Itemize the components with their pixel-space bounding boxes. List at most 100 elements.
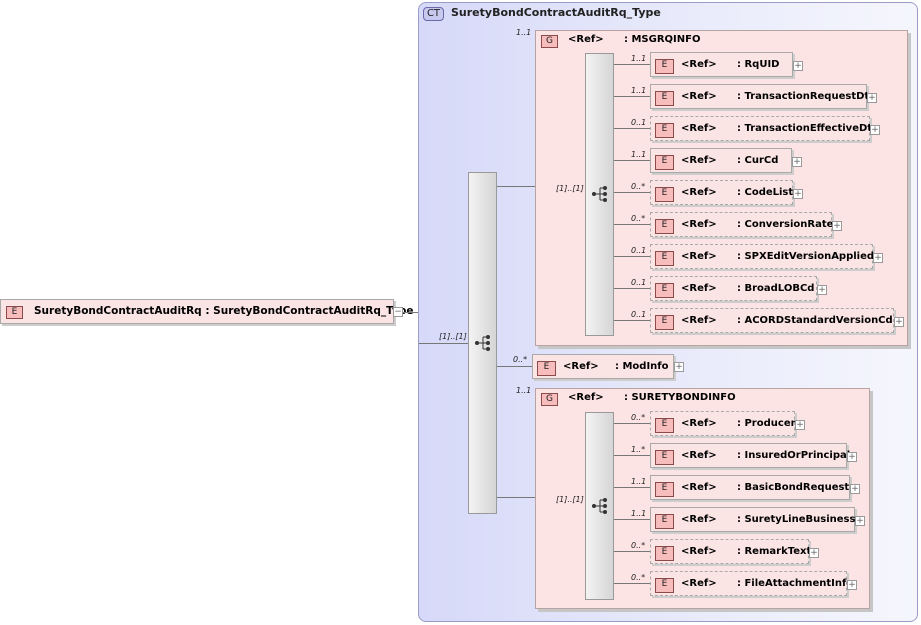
group-name: : SURETYBONDINFO xyxy=(624,392,736,403)
element-broadlobcd[interactable]: E <Ref> : BroadLOBCd xyxy=(650,276,817,301)
element-badge: E xyxy=(6,306,23,319)
connector-line xyxy=(614,224,650,225)
element-ref: <Ref> xyxy=(681,219,717,230)
complex-type-badge: CT xyxy=(423,7,444,21)
element-name: : RemarkText xyxy=(737,546,812,557)
element-insuredorprincipal[interactable]: E <Ref> : InsuredOrPrincipal xyxy=(650,443,850,468)
connector-line xyxy=(614,320,650,321)
connector-line xyxy=(614,519,650,520)
connector-line xyxy=(614,487,650,488)
connector-line xyxy=(614,64,650,65)
expand-icon[interactable]: + xyxy=(894,317,904,327)
element-badge: E xyxy=(655,418,674,433)
element-conversionrate[interactable]: E <Ref> : ConversionRate xyxy=(650,212,833,237)
element-ref: <Ref> xyxy=(563,361,599,372)
element-fileattachmentinfo[interactable]: E <Ref> : FileAttachmentInfo xyxy=(650,571,853,596)
connector-line xyxy=(614,160,650,161)
expand-icon[interactable]: + xyxy=(674,362,684,372)
expand-icon[interactable]: + xyxy=(873,253,883,263)
expand-icon[interactable]: + xyxy=(850,484,860,494)
element-transactionrequestdt[interactable]: E <Ref> : TransactionRequestDt xyxy=(650,84,869,109)
element-ref: <Ref> xyxy=(681,315,717,326)
element-ref: <Ref> xyxy=(681,123,717,134)
item-cardinality: 1..1 xyxy=(631,54,647,63)
element-name: : SPXEditVersionApplied xyxy=(737,251,875,262)
element-name: : ACORDStandardVersionCd xyxy=(737,315,893,326)
element-badge: E xyxy=(655,187,674,202)
expand-icon[interactable]: + xyxy=(832,221,842,231)
connector-line xyxy=(497,497,535,498)
item-cardinality: 0..* xyxy=(631,413,646,422)
sequence-icon xyxy=(591,185,609,206)
connector-line xyxy=(614,423,650,424)
expand-icon[interactable]: + xyxy=(795,420,805,430)
element-badge: E xyxy=(537,361,556,376)
item-cardinality: 1..1 xyxy=(631,86,647,95)
element-modinfo[interactable]: E <Ref> : ModInfo xyxy=(532,354,674,379)
item-cardinality: 0..* xyxy=(631,541,646,550)
expand-icon[interactable]: + xyxy=(792,157,802,167)
sequence-icon xyxy=(591,497,609,518)
connector-line xyxy=(403,312,419,313)
complex-type-title: SuretyBondContractAuditRq_Type xyxy=(451,6,661,19)
item-cardinality: 0..1 xyxy=(631,310,647,319)
element-ref: <Ref> xyxy=(681,482,717,493)
item-cardinality: 1..1 xyxy=(631,477,647,486)
element-basicbondrequest[interactable]: E <Ref> : BasicBondRequest xyxy=(650,475,850,500)
root-element[interactable]: E SuretyBondContractAuditRq : SuretyBond… xyxy=(0,299,414,324)
element-codelist[interactable]: E <Ref> : CodeList xyxy=(650,180,793,205)
sequence-icon xyxy=(474,334,492,355)
root-element-label: SuretyBondContractAuditRq : SuretyBondCo… xyxy=(34,305,414,317)
group-ref: <Ref> xyxy=(568,34,604,45)
item-cardinality: 1..1 xyxy=(631,509,647,518)
element-badge: E xyxy=(655,283,674,298)
element-ref: <Ref> xyxy=(681,251,717,262)
element-curcd[interactable]: E <Ref> : CurCd xyxy=(650,148,792,173)
item-cardinality: 0..* xyxy=(513,355,528,364)
element-ref: <Ref> xyxy=(681,450,717,461)
item-cardinality: 0..1 xyxy=(631,118,647,127)
main-sequence-cardinality: [1]..[1] xyxy=(439,332,467,341)
element-badge: E xyxy=(655,219,674,234)
connector-line xyxy=(614,256,650,257)
expand-icon[interactable]: + xyxy=(847,452,857,462)
item-cardinality: 0..1 xyxy=(631,278,647,287)
element-badge: E xyxy=(655,155,674,170)
connector-line xyxy=(497,366,535,367)
element-ref: <Ref> xyxy=(681,578,717,589)
element-remarktext[interactable]: E <Ref> : RemarkText xyxy=(650,539,812,564)
expand-icon[interactable]: + xyxy=(867,93,877,103)
group-cardinality: 1..1 xyxy=(516,386,532,395)
element-badge: E xyxy=(655,578,674,593)
sequence-cardinality: [1]..[1] xyxy=(556,184,584,193)
element-badge: E xyxy=(655,514,674,529)
expand-icon[interactable]: + xyxy=(847,580,857,590)
element-transactioneffectivedt[interactable]: E <Ref> : TransactionEffectiveDt xyxy=(650,116,872,141)
connector-line xyxy=(614,455,650,456)
element-acordstandardversioncd[interactable]: E <Ref> : ACORDStandardVersionCd xyxy=(650,308,894,333)
connector-line xyxy=(497,186,535,187)
expand-icon[interactable]: + xyxy=(817,285,827,295)
expand-icon[interactable]: + xyxy=(855,516,865,526)
element-ref: <Ref> xyxy=(681,187,717,198)
element-spxeditversionapplied[interactable]: E <Ref> : SPXEditVersionApplied xyxy=(650,244,875,269)
item-cardinality: 0..* xyxy=(631,182,646,191)
connector-line xyxy=(614,96,650,97)
element-name: : BasicBondRequest xyxy=(737,482,850,493)
connector-line xyxy=(614,288,650,289)
element-ref: <Ref> xyxy=(681,155,717,166)
element-name: : ModInfo xyxy=(615,361,669,372)
element-badge: E xyxy=(655,546,674,561)
element-ref: <Ref> xyxy=(681,283,717,294)
expand-icon[interactable]: + xyxy=(793,189,803,199)
element-ref: <Ref> xyxy=(681,59,717,70)
expand-icon[interactable]: + xyxy=(809,548,819,558)
connector-line xyxy=(419,343,469,344)
collapse-toggle-icon[interactable]: − xyxy=(393,307,403,317)
element-name: : Producer xyxy=(737,418,796,429)
expand-icon[interactable]: + xyxy=(793,61,803,71)
expand-icon[interactable]: + xyxy=(870,125,880,135)
element-suretylinebusiness[interactable]: E <Ref> : SuretyLineBusiness xyxy=(650,507,855,532)
element-producer[interactable]: E <Ref> : Producer xyxy=(650,411,796,436)
element-rquid[interactable]: E <Ref> : RqUID xyxy=(650,52,793,77)
